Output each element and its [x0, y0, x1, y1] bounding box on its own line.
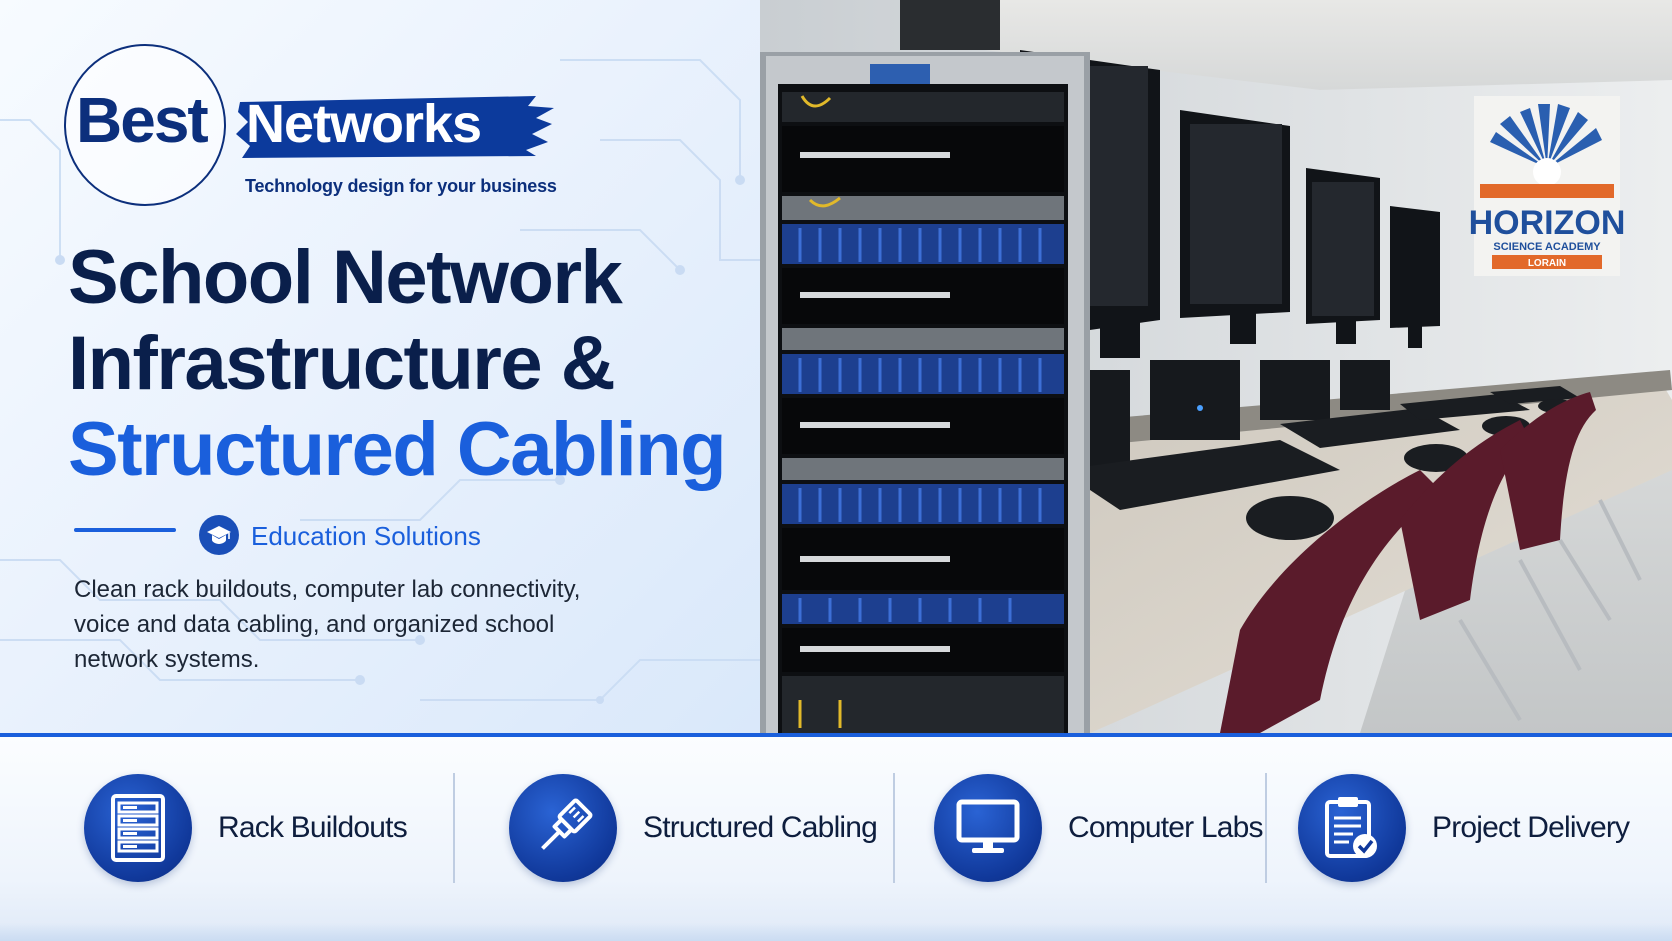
feature-label: Structured Cabling: [643, 811, 878, 844]
logo-best-text: Best: [76, 84, 209, 156]
logo-networks-text: Networks: [246, 94, 482, 154]
headline-line-1: School Network: [68, 235, 623, 320]
svg-text:SCIENCE ACADEMY: SCIENCE ACADEMY: [1493, 241, 1601, 253]
feature-label: Computer Labs: [1068, 811, 1264, 844]
feature-divider: [893, 773, 895, 883]
svg-text:LORAIN: LORAIN: [1528, 258, 1566, 269]
headline-line-3: Structured Cabling: [68, 407, 727, 492]
bottom-glow: [0, 923, 1672, 941]
feature-rack-buildouts: Rack Buildouts: [84, 773, 408, 883]
logo-tagline: Technology design for your business: [245, 176, 557, 196]
feature-divider: [1265, 773, 1267, 883]
ethernet-cable-icon: [509, 774, 617, 882]
server-room-photo: HORIZON SCIENCE ACADEMY LORAIN: [760, 0, 1672, 733]
feature-divider: [453, 773, 455, 883]
feature-label: Project Delivery: [1432, 811, 1630, 844]
feature-label: Rack Buildouts: [218, 811, 408, 844]
category-label: Education Solutions: [251, 521, 481, 551]
server-rack: [760, 52, 1090, 733]
server-rack-icon: [84, 774, 192, 882]
school-sign: HORIZON SCIENCE ACADEMY LORAIN: [1469, 96, 1626, 276]
feature-structured-cabling: Structured Cabling: [509, 773, 878, 883]
logo-circle: [64, 44, 226, 206]
monitor-icon: [934, 774, 1042, 882]
graduation-cap-icon: [199, 515, 239, 555]
accent-line: [74, 528, 176, 532]
svg-text:HORIZON: HORIZON: [1469, 204, 1626, 242]
hero-panel: Best Networks Technology design for your…: [0, 0, 780, 733]
hero-description: Clean rack buildouts, computer lab conne…: [74, 576, 581, 673]
feature-project-delivery: Project Delivery: [1298, 773, 1630, 883]
logo-brush-stroke: [236, 96, 554, 158]
headline-line-2: Infrastructure &: [68, 321, 616, 406]
feature-computer-labs: Computer Labs: [934, 773, 1264, 883]
clipboard-check-icon: [1298, 774, 1406, 882]
